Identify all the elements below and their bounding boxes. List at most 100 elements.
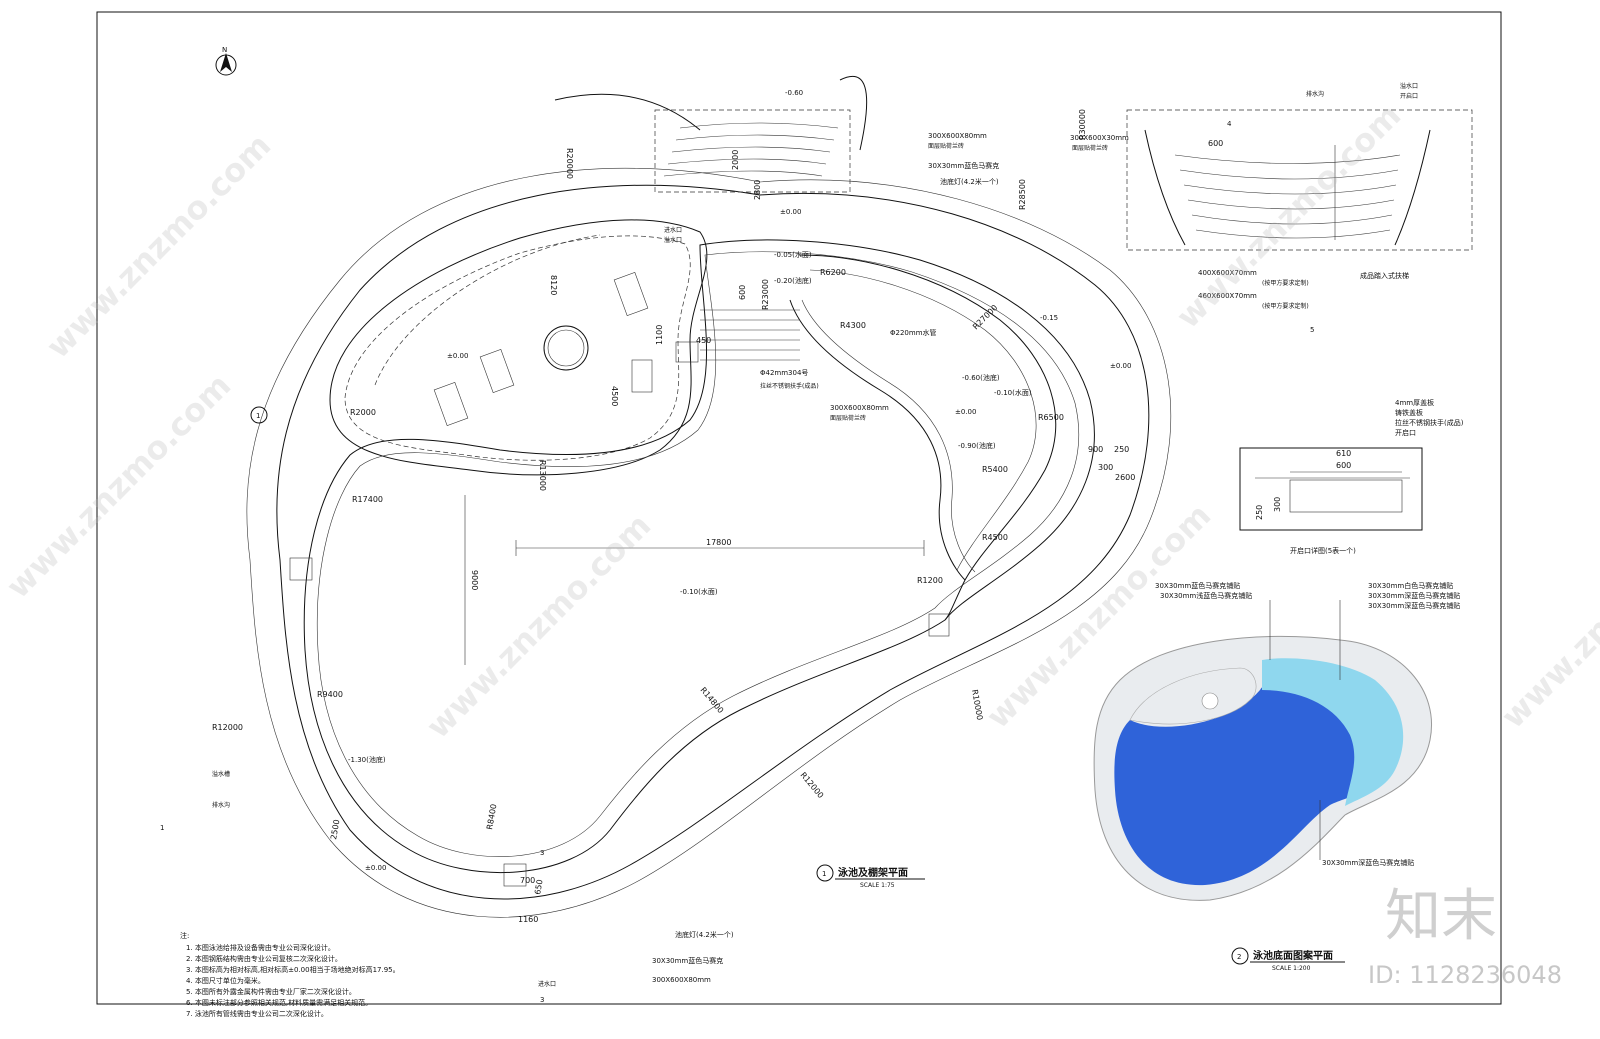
notes-head: 注: [180, 931, 189, 940]
north-label: N [222, 46, 227, 54]
section-5-bottom: 5 [1310, 326, 1314, 334]
dim-r12000-a: R12000 [212, 723, 243, 732]
tile-b-top: 30X30mm蓝色马赛克 [928, 161, 999, 170]
dim-300: 300 [1098, 463, 1113, 472]
dim-250: 250 [1114, 445, 1129, 454]
elev-top-deck: ±0.00 [780, 208, 801, 216]
pool-steps [700, 309, 800, 361]
section-3-bottom: 3 [540, 996, 544, 1004]
stair-overflow: 溢水口 [1400, 82, 1418, 90]
detail-dim-610: 610 [1336, 449, 1351, 458]
dim-r30000: R30000 [1078, 109, 1087, 140]
dim-r14800: R14800 [698, 686, 725, 716]
section-4-top: 4 [1227, 120, 1232, 128]
elev-m015: -0.15 [1040, 314, 1058, 322]
stair-tile-note: 面层贴荷兰砖 [1072, 144, 1108, 152]
elev-m020: -0.20(池底) [774, 276, 812, 285]
note-4: 4. 本图尺寸单位为毫米。 [186, 976, 265, 985]
stair-opening: 开启口 [1400, 92, 1418, 100]
elev-middle: ±0.00 [955, 408, 976, 416]
note-7: 7. 泳池所有管线需由专业公司二次深化设计。 [186, 1009, 328, 1018]
dim-r4300: R4300 [840, 321, 866, 330]
dim-2600: 2600 [1115, 473, 1135, 482]
elev-south-deck: ±0.00 [365, 864, 386, 872]
note-5: 5. 本图所有外露金属构件需由专业厂家二次深化设计。 [186, 987, 356, 996]
detail-dim-300: 300 [1273, 497, 1282, 512]
tile-a: 300X600X80mm [830, 404, 889, 412]
drain-a: 溢水槽 [212, 770, 230, 778]
watermarks: www.znzmo.com www.znzmo.com www.znzmo.co… [0, 96, 1600, 989]
dim-650: 650 [533, 879, 545, 896]
pattern-scale: SCALE 1:200 [1272, 965, 1311, 972]
dim-r23000: R23000 [761, 279, 770, 310]
note-6: 6. 本图未标注部分参照相关规范,材料质量需满足相关规范。 [186, 998, 372, 1007]
dim-450: 450 [696, 336, 711, 345]
dim-2500: 2500 [329, 819, 341, 841]
stair-a: 400X600X70mm [1198, 269, 1257, 277]
rail-note: 拉丝不锈钢扶手(成品) [760, 382, 819, 390]
stair-b: 460X600X70mm [1198, 292, 1257, 300]
sheet-frame [96, 11, 1502, 1005]
inlet-a: 进水口 [664, 226, 682, 234]
tile-a-top: 300X600X80mm [928, 132, 987, 140]
pattern-title: 2 泳池底面图案平面 SCALE 1:200 [1231, 947, 1345, 972]
elev-water-b: -0.10(水面) [994, 388, 1032, 397]
pattern-label-d: 30X30mm深蓝色马赛克铺贴 [1368, 591, 1460, 600]
dim-900: 900 [1088, 445, 1103, 454]
section-markers: 1 1 3 3 4 5 [160, 120, 1314, 1004]
light-top: 池底灯(4.2米一个) [940, 177, 999, 186]
pattern-label-e: 30X30mm深蓝色马赛克铺贴 [1368, 601, 1460, 610]
dim-8120: 8120 [549, 275, 558, 295]
pipe-42: Φ42mm304号 [760, 369, 808, 377]
plan-labels: ±0.00 ±0.00 ±0.00 ±0.00 ±0.00 -0.10(水面) … [212, 89, 1131, 988]
pattern-label-a: 30X30mm蓝色马赛克铺贴 [1155, 581, 1240, 590]
pattern-number: 2 [1237, 953, 1241, 961]
dim-r20000: R20000 [565, 148, 574, 179]
note-1: 1. 本图泳池给排及设备需由专业公司深化设计。 [186, 943, 335, 952]
dim-r4500: R4500 [982, 533, 1008, 542]
pattern-label-b: 30X30mm浅蓝色马赛克铺贴 [1160, 591, 1252, 600]
detail-b: 铸铁盖板 [1395, 408, 1423, 417]
dim-1160: 1160 [518, 915, 538, 924]
pattern-island [1129, 667, 1257, 725]
section-1-ref: 1 [256, 412, 260, 420]
dim-r5400: R5400 [982, 465, 1008, 474]
detail-c: 开启口 [1395, 428, 1416, 437]
section-1-bottom: 1 [160, 824, 164, 832]
pattern-label-f: 30X30mm深蓝色马赛克铺贴 [1322, 858, 1414, 867]
watermark-2: www.znzmo.com [0, 366, 238, 605]
dim-600: 600 [738, 285, 747, 300]
dim-2000: 2000 [731, 150, 740, 170]
section-3-top: 3 [540, 849, 544, 857]
dim-r8400: R8400 [485, 803, 498, 830]
dim-17800: 17800 [706, 538, 731, 547]
opening-detail: 610 600 250 300 4mm厚盖板 铸铁盖板 拉丝不锈钢扶手(成品) … [1239, 398, 1464, 555]
elev-m060: -0.60(池底) [962, 373, 1000, 382]
watermark-5: www.znzmo.com [1169, 96, 1408, 335]
plan-title-text: 泳池及棚架平面 [838, 866, 908, 879]
dim-r13000: R13000 [538, 460, 547, 491]
stair-tile: 300X600X30mm [1070, 134, 1129, 142]
elev-m130: -1.30(池底) [348, 755, 386, 764]
dim-r28500: R28500 [1018, 179, 1027, 210]
stair-drain: 排水沟 [1306, 90, 1324, 98]
dim-4500: 4500 [610, 386, 619, 406]
tile-a-top-note: 面层贴荷兰砖 [928, 142, 964, 150]
pipe-220: Φ220mm水管 [890, 328, 937, 337]
stair-a-note: (按甲方要求定制) [1262, 279, 1309, 287]
dim-r17400: R17400 [352, 495, 383, 504]
pool-shallow-water [1262, 658, 1404, 806]
dim-2800: 2800 [753, 180, 762, 200]
watermark-1: www.znzmo.com [39, 126, 278, 365]
north-arrow: N [215, 46, 237, 76]
pattern-plan: 30X30mm蓝色马赛克铺贴 30X30mm浅蓝色马赛克铺贴 30X30mm白色… [1093, 581, 1460, 901]
image-id: ID: 1128236048 [1368, 961, 1562, 989]
stair-detail: 300X600X30mm 面层贴荷兰砖 400X600X70mm (按甲方要求定… [1070, 82, 1473, 310]
elev-east-deck: ±0.00 [1110, 362, 1131, 370]
inlet-bottom: 进水口 [538, 980, 556, 988]
dim-1100: 1100 [655, 325, 664, 345]
detail-dim-600: 600 [1336, 461, 1351, 470]
elev-water: -0.10(水面) [680, 587, 718, 596]
